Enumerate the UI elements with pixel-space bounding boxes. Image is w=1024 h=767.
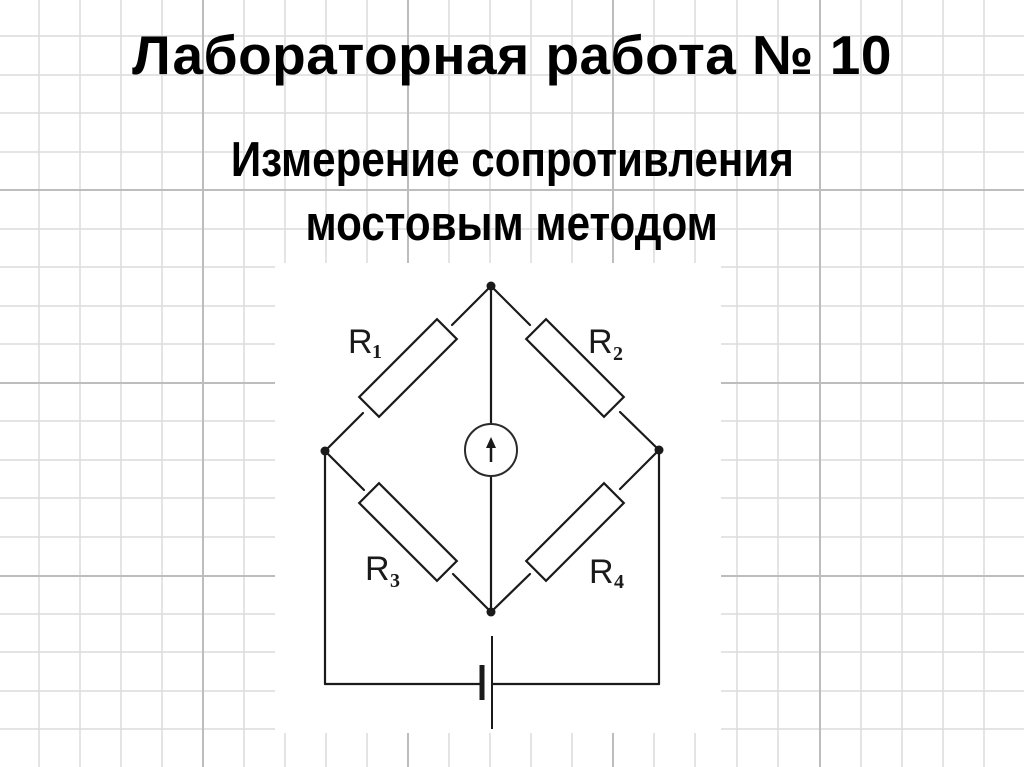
svg-text:4: 4 — [614, 571, 624, 593]
wire — [323, 449, 366, 492]
wire — [323, 411, 365, 453]
galvanometer-icon — [464, 423, 518, 477]
battery-icon — [479, 636, 493, 729]
svg-text:R: R — [365, 550, 390, 588]
slide-subtitle: Измерение сопротивления мостовым методом — [0, 128, 1024, 256]
svg-text:R: R — [348, 323, 373, 361]
junction-node-left — [320, 446, 330, 456]
bridge-circuit-diagram: R 1 R 2 R 3 R 4 — [275, 263, 721, 733]
wire — [451, 572, 493, 614]
resistor-r1 — [357, 317, 459, 419]
resistor-r2 — [524, 317, 626, 419]
slide-title: Лабораторная работа № 10 — [132, 24, 892, 86]
junction-node-top — [486, 281, 496, 291]
label-r3: R 3 — [365, 550, 400, 592]
junction-node-bottom — [486, 607, 496, 617]
svg-text:R: R — [588, 323, 613, 361]
svg-text:3: 3 — [390, 570, 400, 592]
wire — [450, 284, 493, 327]
junction-node-right — [654, 445, 664, 455]
label-r1: R 1 — [348, 323, 382, 363]
wire — [618, 448, 661, 491]
wire — [489, 572, 532, 614]
resistor-r3 — [357, 481, 459, 583]
subtitle-line-2: мостовым методом — [305, 197, 719, 251]
label-r4: R 4 — [589, 553, 624, 593]
svg-text:R: R — [589, 553, 614, 591]
wire — [489, 284, 532, 327]
subtitle-line-1: Измерение сопротивления — [230, 133, 794, 187]
label-r2: R 2 — [588, 323, 623, 365]
svg-text:2: 2 — [613, 343, 623, 365]
svg-text:1: 1 — [372, 341, 382, 363]
wire — [618, 410, 661, 452]
resistor-r4 — [524, 481, 626, 583]
circuit-svg: R 1 R 2 R 3 R 4 — [320, 281, 664, 729]
